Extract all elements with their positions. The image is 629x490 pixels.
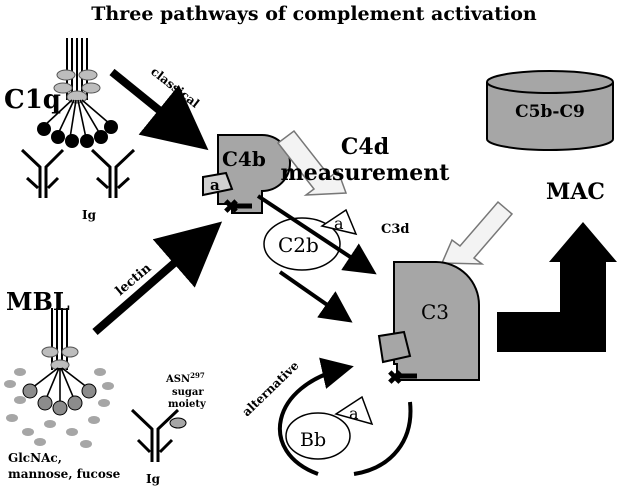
c4b-cross-mark: ✖ <box>223 196 239 218</box>
mbl-label: MBL <box>6 287 70 316</box>
c5b-c9-label: C5b-C9 <box>515 102 585 122</box>
bb-a-label: a <box>349 404 359 423</box>
sugar-label: sugar <box>172 387 204 398</box>
ig-antibody-bottom <box>130 408 180 462</box>
c4b-to-c3-arrow-lower <box>278 270 353 323</box>
alternative-label: alternative <box>239 358 302 419</box>
ig-label-bottom: Ig <box>146 472 161 486</box>
asn297-label: ASN297 <box>165 371 205 385</box>
moiety-label: moiety <box>168 399 207 410</box>
c3-fragment <box>377 330 412 364</box>
measurement-label: measurement <box>281 160 451 186</box>
mac-label: MAC <box>546 179 605 205</box>
bb-shape <box>285 412 351 460</box>
c3d-label: C3d <box>381 222 409 237</box>
c4b-a-fragment <box>202 171 234 197</box>
bb-label: Bb <box>300 429 326 451</box>
c1q-molecule <box>37 38 118 148</box>
c4b-a-label: a <box>210 176 220 194</box>
c3-shape <box>393 261 480 381</box>
diagram-title: Three pathways of complement activation <box>91 3 537 25</box>
mbl-molecule <box>22 308 97 416</box>
bb-a-fragment <box>334 395 374 426</box>
carbohydrate-dots <box>4 368 114 448</box>
c4d-label: C4d <box>341 134 389 160</box>
c3-cross-mark: ✖ <box>387 367 403 389</box>
c2b-a-label: a <box>334 214 344 233</box>
c3-label: C3 <box>421 300 449 324</box>
glcnac-label: GlcNAc, <box>8 451 62 465</box>
c2b-a-fragment <box>320 208 358 236</box>
mannose-fucose-label: mannose, fucose <box>8 467 121 481</box>
c4b-highlight-arrow <box>276 129 348 196</box>
c2b-shape <box>263 217 341 271</box>
ig-antibodies-top <box>20 148 136 198</box>
mac-pathway-arrow <box>497 222 617 352</box>
alternative-loop-arrow-right <box>353 401 413 476</box>
sugar-moiety-shape <box>169 417 187 429</box>
lectin-pathway-arrow <box>92 221 223 336</box>
c1q-label: C1q <box>4 85 61 115</box>
c5b-c9-complex <box>486 70 614 151</box>
classical-pathway-arrow <box>109 68 209 151</box>
c4b-to-c3-arrow-upper <box>256 194 377 275</box>
alternative-loop-arrow-left <box>278 357 354 476</box>
c3-highlight-arrow <box>440 200 514 265</box>
c2b-label: C2b <box>278 233 319 257</box>
c4b-label: C4b <box>222 147 266 171</box>
ig-label-top: Ig <box>82 208 97 222</box>
